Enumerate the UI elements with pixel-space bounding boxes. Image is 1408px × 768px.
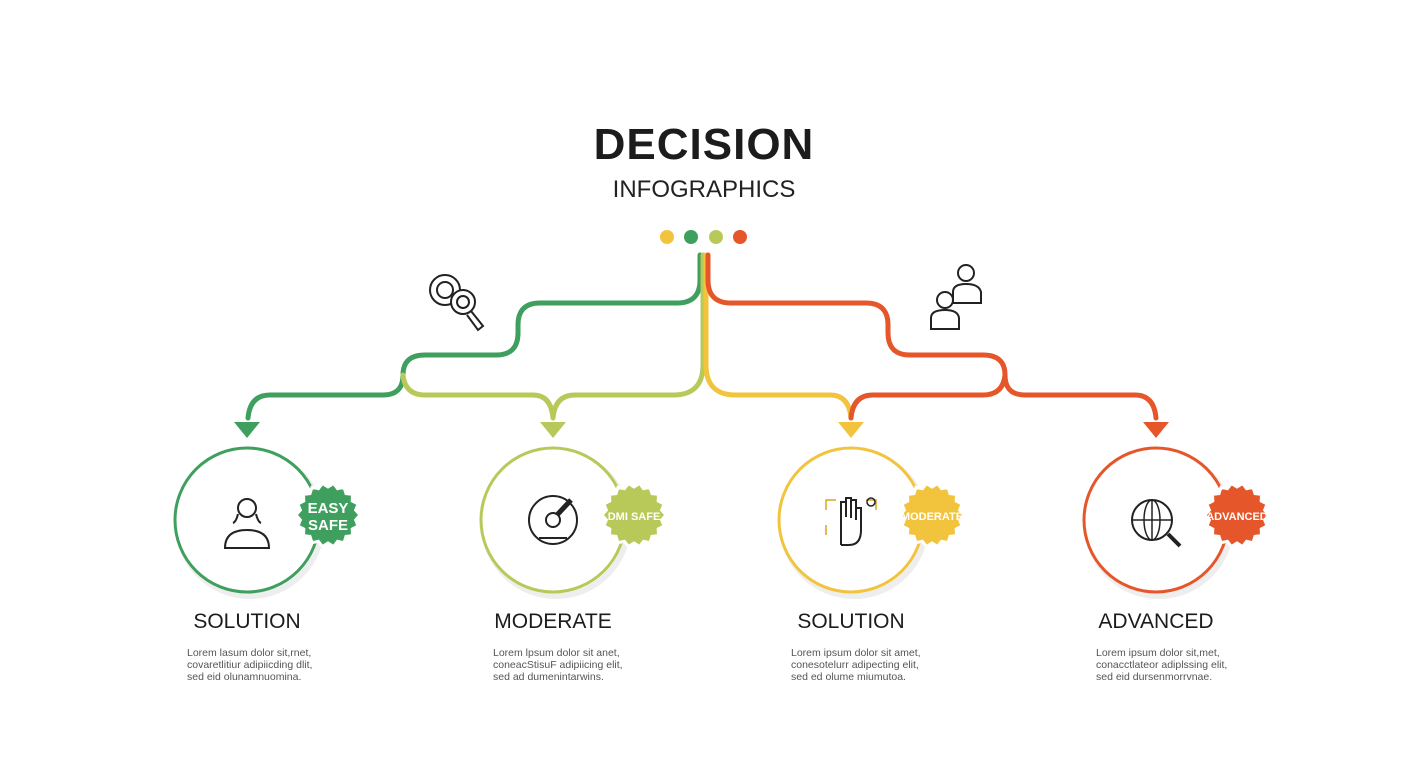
- badge-starburst: [599, 481, 669, 549]
- arrow-head-3: [838, 422, 864, 438]
- badge-text: ADVANCED: [1206, 511, 1268, 523]
- node-ring: [479, 446, 627, 594]
- person-icon: [223, 498, 271, 549]
- dot-green: [684, 230, 698, 244]
- lime-path: [400, 252, 706, 421]
- dot-yellow: [660, 230, 674, 244]
- option-node-4: ADVANCED: [1082, 446, 1272, 599]
- badge-text: DMI SAFE: [608, 511, 661, 523]
- option-label: MODERATE: [494, 610, 612, 633]
- page-title: DECISION: [593, 120, 815, 169]
- description-line: sed eid dursenmorrvnae.: [1096, 671, 1213, 683]
- description-line: Lorem lasum dolor sit,rnet,: [187, 647, 312, 659]
- node-ring: [173, 446, 321, 594]
- arrow-head-4: [1143, 422, 1169, 438]
- dot-lime: [709, 230, 723, 244]
- badge-starburst: [293, 481, 363, 549]
- description-line: coneacStisuF adipiicing elit,: [493, 659, 623, 671]
- arrow-head-1: [234, 422, 260, 438]
- option-description: Lorem ipsum dolor sit,met,conacctlateor …: [1096, 647, 1266, 683]
- green-path: [245, 252, 703, 421]
- orange-path: [705, 252, 1159, 421]
- globe-search-icon: [1131, 499, 1182, 548]
- description-line: sed ad dumenintarwins.: [493, 671, 604, 683]
- description-line: Lorem ipsum dolor sit amet,: [791, 647, 921, 659]
- description-line: sed eid olunamnuomina.: [187, 671, 302, 683]
- description-line: Lorem lpsum dolor sit anet,: [493, 647, 620, 659]
- people-icon: [930, 264, 982, 330]
- badge-text: SAFE: [308, 517, 348, 534]
- gauge-icon: [528, 495, 578, 545]
- description-line: conesotelurr adipecting elit,: [791, 659, 919, 671]
- option-label: ADVANCED: [1098, 610, 1214, 633]
- page-subtitle: INFOGRAPHICS: [612, 176, 796, 203]
- option-description: Lorem ipsum dolor sit amet,conesotelurr …: [791, 647, 961, 683]
- option-description: Lorem lpsum dolor sit anet,coneacStisuF …: [493, 647, 663, 683]
- badge-starburst: [897, 481, 967, 549]
- yellow-path: [703, 252, 854, 421]
- option-label: SOLUTION: [797, 610, 905, 633]
- badge-text: EASY: [308, 500, 349, 517]
- magnifier-icon: [429, 274, 485, 332]
- description-line: covaretlitiur adipiicding dlit,: [187, 659, 313, 671]
- badge-starburst: [1202, 481, 1272, 549]
- option-node-3: MODERATE: [777, 446, 967, 599]
- description-line: sed ed olume miumutoa.: [791, 671, 906, 683]
- option-node-2: DMI SAFE: [479, 446, 669, 599]
- description-line: conacctlateor adiplssing elit,: [1096, 659, 1228, 671]
- color-dots: [660, 230, 747, 244]
- description-line: Lorem ipsum dolor sit,met,: [1096, 647, 1220, 659]
- option-description: Lorem lasum dolor sit,rnet,covaretlitiur…: [187, 647, 357, 683]
- arrow-head-2: [540, 422, 566, 438]
- badge-text: MODERATE: [901, 511, 963, 523]
- option-label: SOLUTION: [193, 610, 301, 633]
- dot-orange: [733, 230, 747, 244]
- hand-icon: [825, 497, 877, 546]
